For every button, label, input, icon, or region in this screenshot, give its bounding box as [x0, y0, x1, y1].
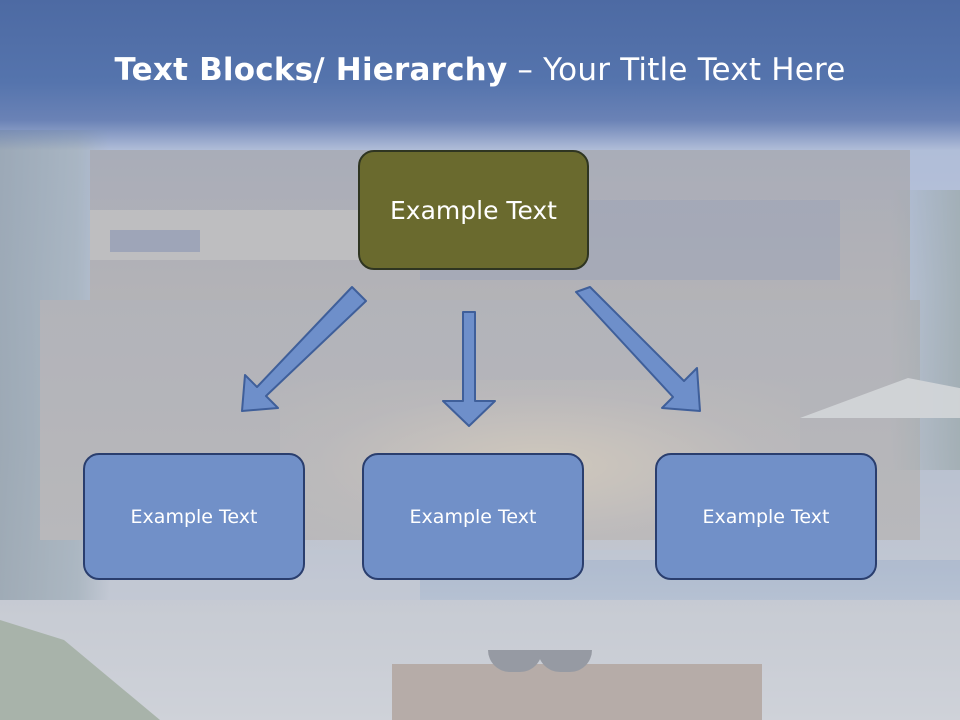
slide-title: Text Blocks/ Hierarchy – Your Title Text…: [0, 52, 960, 88]
child-box-label: Example Text: [130, 505, 258, 528]
child-box-label: Example Text: [702, 505, 830, 528]
arrow-left: [241, 286, 367, 412]
title-regular-part: – Your Title Text Here: [507, 52, 846, 88]
arrow-center: [442, 311, 496, 427]
top-box-label: Example Text: [390, 195, 557, 225]
arrow-right: [575, 286, 701, 412]
title-bar: [0, 0, 960, 150]
top-box[interactable]: Example Text: [358, 150, 589, 270]
child-box-3[interactable]: Example Text: [655, 453, 877, 580]
child-box-label: Example Text: [409, 505, 537, 528]
title-bold-part: Text Blocks/ Hierarchy: [114, 52, 508, 88]
child-box-2[interactable]: Example Text: [362, 453, 584, 580]
child-box-1[interactable]: Example Text: [83, 453, 305, 580]
